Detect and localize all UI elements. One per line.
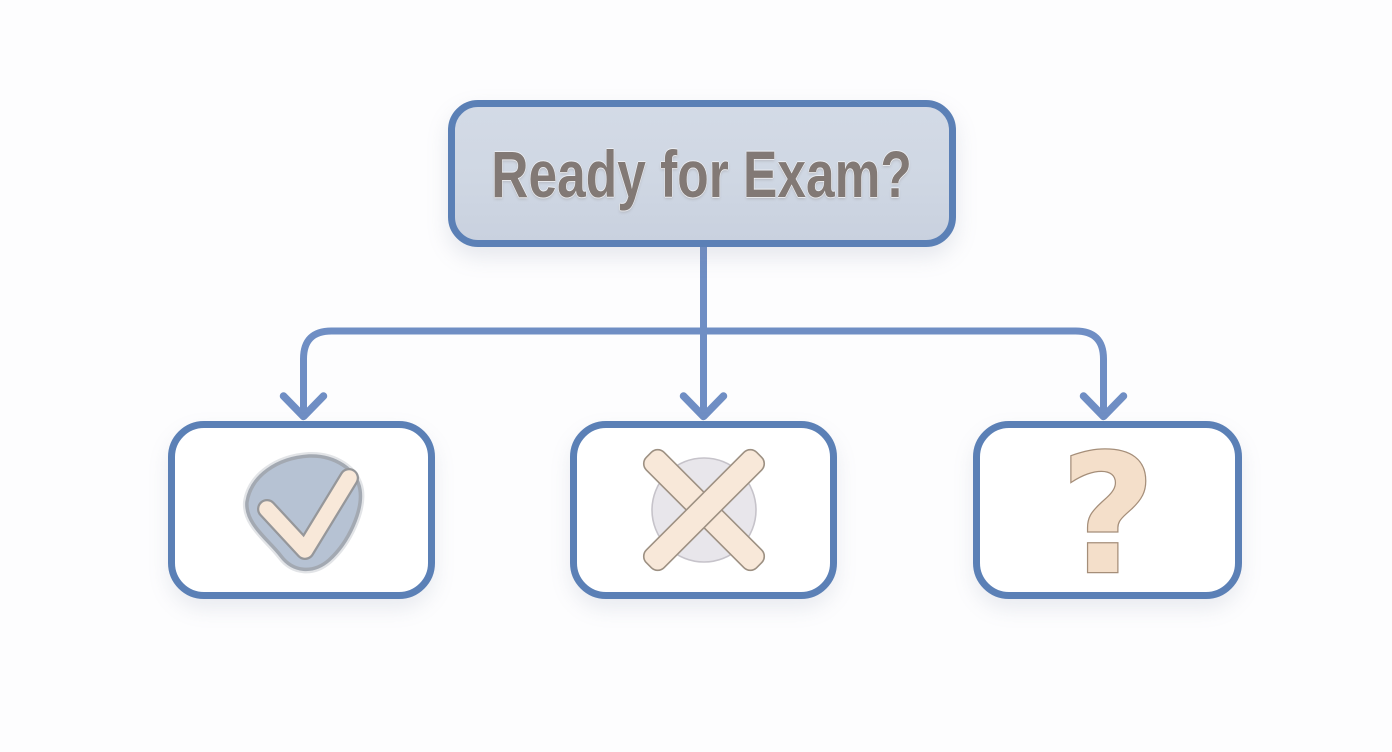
- check-icon: [242, 451, 364, 574]
- check-stroke: [258, 470, 357, 558]
- question-icon: ?: [1058, 444, 1156, 584]
- outcome-node-yes: [168, 421, 435, 599]
- decision-title: Ready for Exam?: [491, 136, 913, 211]
- check-blob: [244, 454, 362, 571]
- arrowhead-right: [1079, 392, 1128, 421]
- decision-node-ready: Ready for Exam?: [448, 100, 956, 247]
- arrowhead-left: [279, 392, 328, 421]
- outcome-node-unknown: ?: [973, 421, 1242, 599]
- outcome-node-no: [570, 421, 837, 599]
- x-icon: [642, 448, 765, 572]
- arrowhead-center: [679, 392, 728, 421]
- branch-line: [300, 327, 1107, 413]
- question-glyph: ?: [1060, 444, 1156, 584]
- x-bar-slash: [642, 448, 765, 572]
